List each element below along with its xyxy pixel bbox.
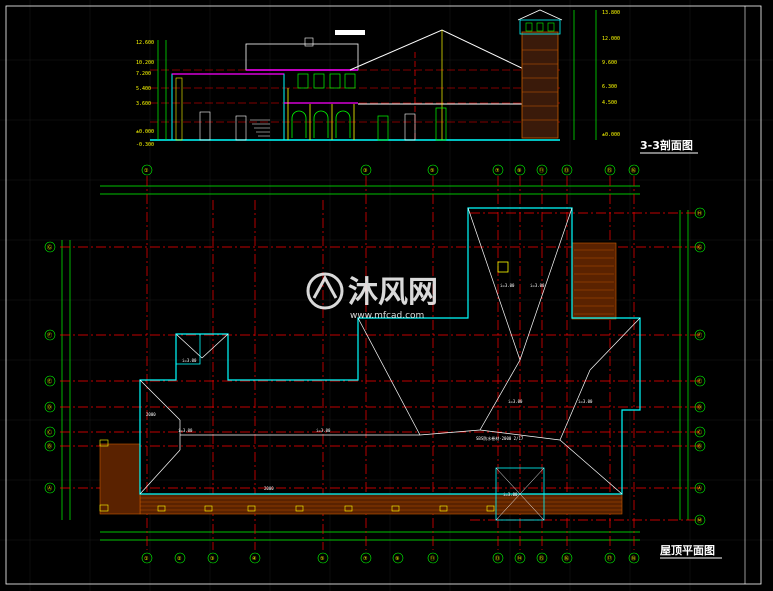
plan-dimensions [61, 185, 689, 541]
watermark-brand: 沐风网 [348, 275, 438, 310]
grid-right-1: Ⓖ [697, 244, 702, 251]
grid-labels-right: Ⓗ Ⓖ Ⓕ Ⓔ Ⓓ Ⓒ Ⓑ Ⓐ Ⓜ [697, 210, 702, 524]
grid-top-1: ③ [363, 168, 368, 174]
elev-left-2: 7.200 [136, 71, 151, 77]
grid-labels-top: ① ③ ⑤ ⑦ ⑨ ⑪ ⑬ ⑮ ⑯ [144, 167, 636, 174]
grid-bottom-5: ⑦ [363, 556, 368, 562]
grid-right-8: Ⓜ [697, 517, 702, 524]
elev-left-4: 3.600 [136, 101, 151, 107]
grid-left-1: Ⓕ [47, 332, 52, 339]
grid-bottom-11: ⑯ [564, 555, 569, 562]
section-title: 3-3剖面图 [640, 138, 693, 152]
slope-0: i=3.00 [178, 428, 193, 433]
grid-labels-bottom: ① ② ③ ④ ⑤ ⑦ ⑨ ⑪ ⑬ ⑭ ⑮ ⑯ ⑰ ⑱ [144, 555, 636, 562]
grid-top-4: ⑨ [517, 168, 522, 174]
grid-left-0: Ⓖ [47, 244, 52, 251]
watermark-logo-icon [306, 272, 344, 310]
plan-axis-lines [60, 176, 700, 550]
grid-right-5: Ⓒ [697, 429, 702, 436]
elev-right-4: 4.500 [602, 100, 617, 106]
elevation-labels-right: 13.800 12.000 9.600 6.300 4.500 ±0.000 [602, 10, 620, 138]
grid-left-4: Ⓒ [47, 429, 52, 436]
grid-top-5: ⑪ [539, 167, 544, 174]
grid-bottom-6: ⑨ [395, 556, 400, 562]
grid-bottom-4: ⑤ [320, 556, 325, 562]
grid-top-2: ⑤ [430, 168, 435, 174]
slope-2: i=3.00 [500, 283, 515, 288]
slope-7: i=3.00 [503, 492, 518, 497]
slope-5: i=3.00 [578, 399, 593, 404]
grid-left-3: Ⓓ [47, 404, 52, 411]
grid-top-3: ⑦ [495, 168, 500, 174]
elev-right-2: 9.600 [602, 60, 617, 66]
elev-left-1: 10.200 [136, 60, 154, 66]
grid-left-5: Ⓑ [47, 443, 52, 450]
grid-top-8: ⑯ [631, 167, 636, 174]
slope-1: i=3.00 [316, 428, 331, 433]
elev-left-6: -0.300 [136, 142, 154, 148]
grid-bottom-7: ⑪ [430, 555, 435, 562]
plan-title: 屋顶平面图 [660, 544, 715, 557]
slope-labels: i=3.00 i=3.00 i=3.00 i=3.00 i=3.00 i=3.0… [178, 283, 593, 497]
grid-bottom-2: ③ [210, 556, 215, 562]
drop-note-1: 2000 [146, 412, 156, 417]
elev-left-5: ±0.000 [136, 129, 154, 135]
grid-left-2: Ⓔ [47, 378, 52, 385]
grid-right-3: Ⓔ [697, 378, 702, 385]
elev-right-1: 12.000 [602, 36, 620, 42]
drawing-frame [5, 5, 762, 585]
slope-4: i=3.00 [508, 399, 523, 404]
elev-right-0: 13.800 [602, 10, 620, 16]
grid-right-0: Ⓗ [697, 210, 702, 217]
elevation-labels-left: 12.600 10.200 7.200 5.400 3.600 ±0.000 -… [136, 40, 154, 148]
grid-bubbles-top [141, 164, 640, 176]
elev-left-3: 5.400 [136, 86, 151, 92]
grid-top-6: ⑬ [564, 167, 569, 174]
slope-3: i=3.00 [530, 283, 545, 288]
elev-left-0: 12.600 [136, 40, 154, 46]
slope-6: i=3.00 [182, 358, 197, 363]
grid-top-7: ⑮ [607, 167, 612, 174]
tiled-eaves [99, 242, 623, 515]
grid-labels-left: Ⓖ Ⓕ Ⓔ Ⓓ Ⓒ Ⓑ Ⓐ [47, 244, 52, 492]
elev-right-3: 6.300 [602, 84, 617, 90]
dormers [175, 261, 545, 521]
grid-top-0: ① [144, 168, 149, 174]
grid-bottom-9: ⑭ [517, 555, 522, 562]
grid-bottom-3: ④ [252, 556, 257, 562]
section-drawing [150, 9, 597, 141]
watermark: 沐风网 www.mfcad.com [306, 272, 438, 321]
grid-bubbles-bottom [141, 552, 640, 564]
grid-bottom-1: ② [177, 556, 182, 562]
gutter-note: SBS防水卷材-2000 2/17 [476, 435, 524, 441]
grid-bottom-12: ⑰ [607, 555, 612, 562]
grid-right-6: Ⓑ [697, 443, 702, 450]
watermark-url: www.mfcad.com [350, 311, 424, 321]
drop-note-2: 2000 [264, 486, 274, 491]
grid-bubbles-right [694, 207, 706, 526]
grid-left-6: Ⓐ [47, 485, 52, 492]
grid-bottom-10: ⑮ [539, 555, 544, 562]
grid-right-4: Ⓓ [697, 404, 702, 411]
elev-right-5: ±0.000 [602, 132, 620, 138]
downspouts [99, 439, 495, 512]
grid-bubbles-left [44, 241, 56, 494]
grid-right-2: Ⓕ [697, 332, 702, 339]
grid-bottom-13: ⑱ [631, 555, 636, 562]
grid-bottom-8: ⑬ [495, 555, 500, 562]
grid-bottom-0: ① [144, 556, 149, 562]
grid-right-7: Ⓐ [697, 485, 702, 492]
roof-ridges [139, 207, 641, 495]
